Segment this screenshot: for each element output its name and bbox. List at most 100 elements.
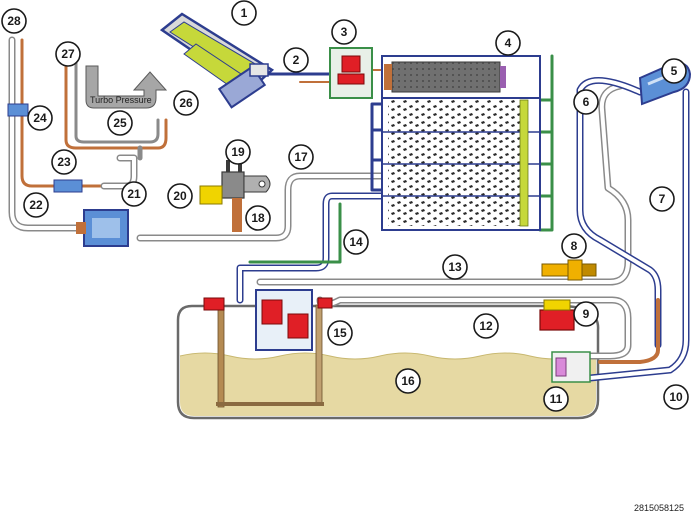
callout-circle xyxy=(245,205,271,231)
callout-circle xyxy=(395,368,421,394)
callout-number: 21 xyxy=(127,187,141,201)
callout-circle xyxy=(561,233,587,259)
callout-21: 21 xyxy=(121,181,147,207)
callout-12: 12 xyxy=(473,313,499,339)
part-2-inlet-connector xyxy=(249,63,269,77)
callout-number: 9 xyxy=(583,307,590,321)
callout-16: 16 xyxy=(395,368,421,394)
callout-27: 27 xyxy=(55,41,81,67)
callout-20: 20 xyxy=(167,183,193,209)
callout-circle xyxy=(288,144,314,170)
part-20-yellow-connector xyxy=(199,185,223,205)
callout-number: 6 xyxy=(583,95,590,109)
callout-circle xyxy=(442,254,468,280)
callout-circle xyxy=(495,30,521,56)
hose-routing xyxy=(8,36,690,382)
callout-number: 15 xyxy=(333,326,347,340)
callout-1: 1 xyxy=(231,0,257,26)
part-19-vacuum-solenoid xyxy=(221,160,271,199)
callout-circle xyxy=(327,320,353,346)
callout-circle xyxy=(167,183,193,209)
part-18-solenoid-port xyxy=(232,198,242,232)
part-21-turbo-check-module xyxy=(76,209,129,247)
callout-4: 4 xyxy=(495,30,521,56)
callout-14: 14 xyxy=(343,229,369,255)
callout-number: 4 xyxy=(505,36,512,50)
part-4-charcoal-canister xyxy=(381,55,541,231)
callout-number: 14 xyxy=(349,235,363,249)
callout-number: 3 xyxy=(341,25,348,39)
callout-15: 15 xyxy=(327,320,353,346)
callout-8: 8 xyxy=(561,233,587,259)
callout-23: 23 xyxy=(51,149,77,175)
callout-number: 13 xyxy=(448,260,462,274)
callout-17: 17 xyxy=(288,144,314,170)
turbo-pressure-label: Turbo Pressure xyxy=(90,95,152,105)
turbo-pressure-arrow: Turbo Pressure xyxy=(85,65,168,109)
callout-25: 25 xyxy=(107,110,133,136)
callout-circle xyxy=(343,229,369,255)
callout-11: 11 xyxy=(543,386,569,412)
callout-circle xyxy=(173,90,199,116)
callout-24: 24 xyxy=(27,105,53,131)
part-11-filler-neck-valve xyxy=(551,351,591,383)
part-15-rollover-valves xyxy=(203,289,333,351)
callout-10: 10 xyxy=(663,384,689,410)
callout-number: 10 xyxy=(669,390,683,404)
callout-circle xyxy=(55,41,81,67)
callout-number: 19 xyxy=(231,145,245,159)
callout-circle xyxy=(231,0,257,26)
callout-circle xyxy=(573,89,599,115)
callout-number: 7 xyxy=(659,192,666,206)
fuel-pickup-tube xyxy=(217,304,225,408)
callout-circle xyxy=(661,58,687,84)
callout-number: 11 xyxy=(550,392,563,406)
callout-number: 18 xyxy=(251,211,265,225)
callout-19: 19 xyxy=(225,139,251,165)
callout-26: 26 xyxy=(173,90,199,116)
callout-circle xyxy=(51,149,77,175)
callout-circle xyxy=(121,181,147,207)
callout-circle xyxy=(663,384,689,410)
callout-number: 5 xyxy=(671,64,678,78)
callout-5: 5 xyxy=(661,58,687,84)
callout-13: 13 xyxy=(442,254,468,280)
callout-7: 7 xyxy=(649,186,675,212)
callout-number: 8 xyxy=(571,239,578,253)
callout-2: 2 xyxy=(283,47,309,73)
callout-circle xyxy=(649,186,675,212)
callout-number: 2 xyxy=(293,53,300,67)
part-code: 2815058125 xyxy=(633,503,684,513)
callout-number: 28 xyxy=(7,14,21,28)
callout-circle xyxy=(283,47,309,73)
callout-circle xyxy=(1,8,27,34)
callout-circle xyxy=(27,105,53,131)
callout-number: 17 xyxy=(294,150,308,164)
callout-6: 6 xyxy=(573,89,599,115)
callout-number: 25 xyxy=(113,116,127,130)
callout-number: 12 xyxy=(479,319,493,333)
callout-number: 1 xyxy=(241,6,248,20)
callout-number: 27 xyxy=(61,47,75,61)
callout-number: 24 xyxy=(33,111,47,125)
callout-number: 23 xyxy=(57,155,71,169)
fuel-tank xyxy=(176,304,600,420)
callout-circle xyxy=(23,192,49,218)
callout-28: 28 xyxy=(1,8,27,34)
callout-9: 9 xyxy=(573,301,599,327)
callout-18: 18 xyxy=(245,205,271,231)
callout-circle xyxy=(573,301,599,327)
part-24-tube-fitting xyxy=(7,103,29,117)
callout-number: 20 xyxy=(173,189,187,203)
callout-number: 26 xyxy=(179,96,193,110)
callout-circle xyxy=(331,19,357,45)
part-8-pressure-sensor xyxy=(541,259,597,281)
callout-circle xyxy=(543,386,569,412)
callout-circle xyxy=(107,110,133,136)
callout-3: 3 xyxy=(331,19,357,45)
callout-22: 22 xyxy=(23,192,49,218)
callout-number: 22 xyxy=(29,198,43,212)
callout-circle xyxy=(473,313,499,339)
fuel-level xyxy=(180,353,596,416)
